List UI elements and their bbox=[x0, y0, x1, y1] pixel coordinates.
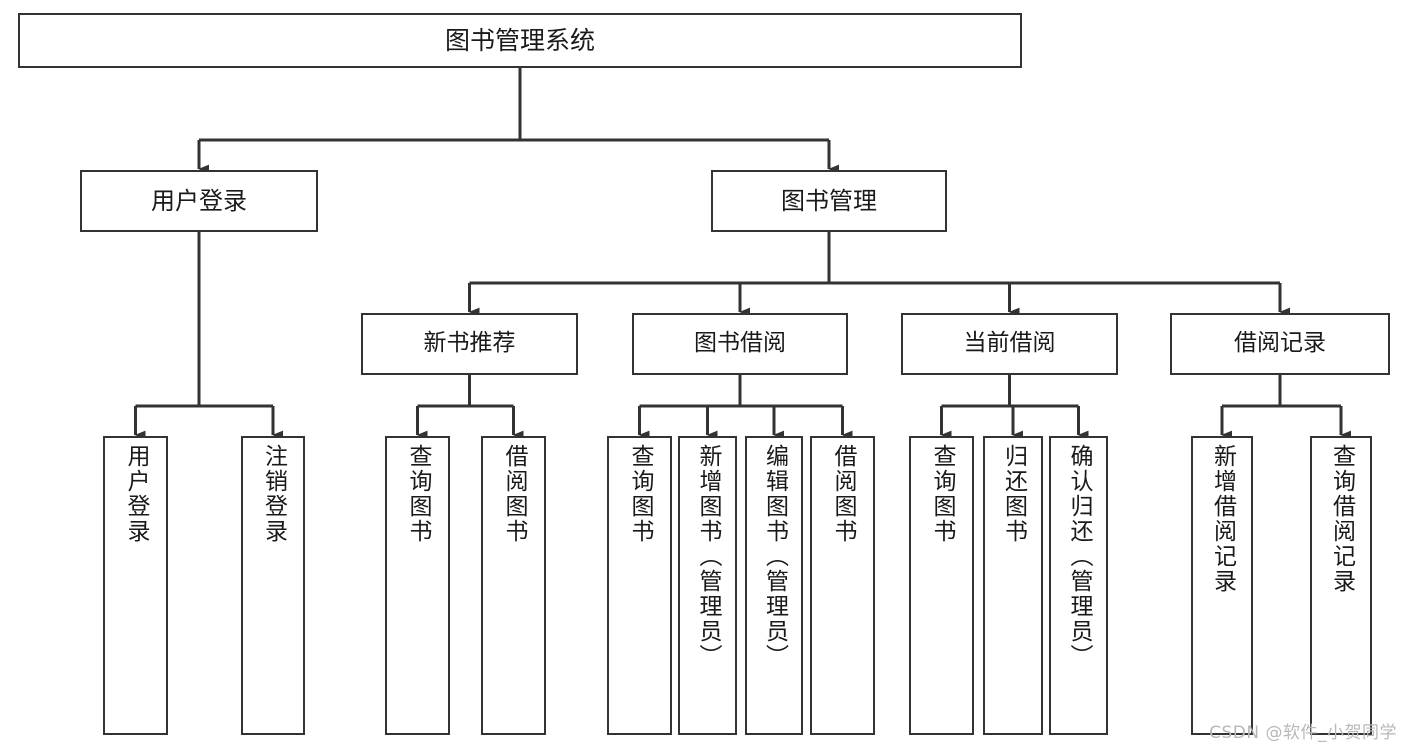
node-leaf-query-book-2[interactable]: 查询图书 bbox=[607, 436, 672, 735]
node-leaf-return-book[interactable]: 归还图书 bbox=[983, 436, 1043, 735]
edge-group bbox=[134, 68, 1352, 440]
node-label: 查询图书 bbox=[405, 444, 431, 544]
node-leaf-query-book-3[interactable]: 查询图书 bbox=[909, 436, 974, 735]
node-label: 借阅图书 bbox=[501, 444, 527, 544]
node-label: 查询图书 bbox=[627, 444, 653, 544]
node-new-book-recommend[interactable]: 新书推荐 bbox=[361, 313, 578, 375]
node-label: 新书推荐 bbox=[423, 330, 516, 357]
node-leaf-borrow-book-2[interactable]: 借阅图书 bbox=[810, 436, 875, 735]
node-label: 编辑图书（管理员） bbox=[761, 444, 788, 669]
node-label: 新增图书（管理员） bbox=[695, 444, 721, 669]
node-label: 图书管理系统 bbox=[444, 25, 595, 55]
node-borrow-record[interactable]: 借阅记录 bbox=[1170, 313, 1390, 375]
node-label: 归还图书 bbox=[1000, 444, 1027, 544]
node-leaf-add-record[interactable]: 新增借阅记录 bbox=[1191, 436, 1253, 735]
node-leaf-user-login[interactable]: 用户登录 bbox=[103, 436, 168, 735]
node-user-login[interactable]: 用户登录 bbox=[80, 170, 318, 232]
node-label: 借阅记录 bbox=[1234, 330, 1326, 357]
node-current-borrow[interactable]: 当前借阅 bbox=[901, 313, 1118, 375]
node-leaf-confirm-return[interactable]: 确认归还（管理员） bbox=[1049, 436, 1108, 735]
node-root[interactable]: 图书管理系统 bbox=[18, 13, 1022, 68]
node-label: 查询图书 bbox=[929, 444, 955, 544]
node-leaf-query-book-1[interactable]: 查询图书 bbox=[385, 436, 450, 735]
node-leaf-borrow-book-1[interactable]: 借阅图书 bbox=[481, 436, 546, 735]
node-leaf-add-book[interactable]: 新增图书（管理员） bbox=[678, 436, 737, 735]
node-label: 确认归还（管理员） bbox=[1066, 444, 1092, 669]
node-label: 图书借阅 bbox=[694, 330, 786, 357]
node-label: 注销登录 bbox=[260, 444, 287, 544]
node-label: 当前借阅 bbox=[963, 330, 1056, 357]
watermark-label: CSDN @软件_小贺同学 bbox=[1209, 723, 1397, 743]
node-leaf-logout[interactable]: 注销登录 bbox=[241, 436, 305, 735]
node-label: 用户登录 bbox=[123, 444, 149, 544]
node-book-borrow[interactable]: 图书借阅 bbox=[632, 313, 848, 375]
node-leaf-edit-book[interactable]: 编辑图书（管理员） bbox=[745, 436, 803, 735]
node-leaf-query-record[interactable]: 查询借阅记录 bbox=[1310, 436, 1372, 735]
node-label: 借阅图书 bbox=[830, 444, 856, 544]
node-label: 用户登录 bbox=[151, 186, 247, 215]
node-label: 查询借阅记录 bbox=[1328, 444, 1355, 594]
node-label: 新增借阅记录 bbox=[1209, 444, 1236, 594]
node-book-management[interactable]: 图书管理 bbox=[711, 170, 947, 232]
node-label: 图书管理 bbox=[781, 186, 877, 215]
